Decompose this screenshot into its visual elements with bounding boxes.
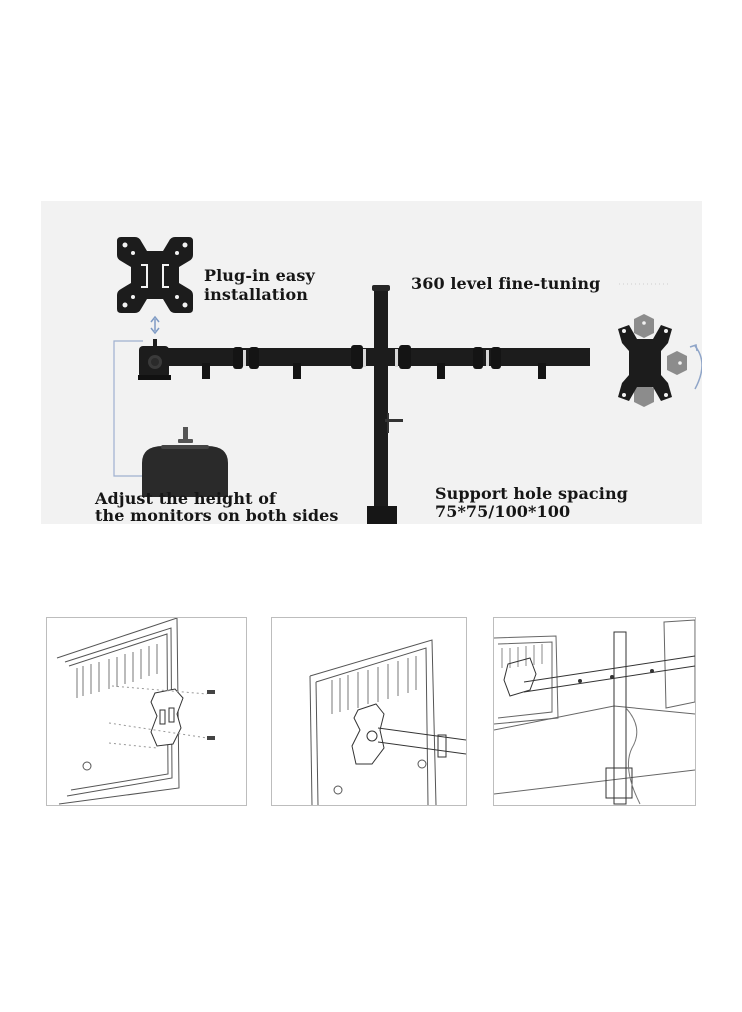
- right-arm: [388, 345, 590, 379]
- caption-adjust-height: Adjust the height of the monitors on bot…: [95, 490, 339, 524]
- step-panel-attach-plate: [46, 617, 247, 806]
- double-arrow-icon: [150, 315, 160, 335]
- caption-line: the monitors on both sides: [95, 506, 339, 524]
- pole: [374, 285, 388, 524]
- product-hero-image: Plug-in easy installation 360 level fine…: [41, 201, 702, 524]
- caption-line: Support hole spacing: [435, 484, 628, 503]
- rotating-vesa-plate: [618, 314, 687, 407]
- left-arm: [138, 339, 375, 380]
- caption-line: 75*75/100*100: [435, 502, 571, 521]
- caption-plug-in: Plug-in easy installation: [204, 266, 315, 304]
- rotate-arrow-icon: [694, 345, 702, 390]
- step-panel-mount-monitor: [271, 617, 467, 806]
- screw-icon: [207, 736, 215, 740]
- caption-line: Plug-in easy: [204, 266, 315, 285]
- screw-icon: [207, 690, 215, 694]
- gas-spring-knob-icon: [142, 427, 228, 497]
- caption-hole-spacing: Support hole spacing 75*75/100*100: [435, 485, 628, 521]
- height-indicator-line: [113, 340, 143, 477]
- vesa-plate-icon: [117, 237, 193, 313]
- step-panel-dual-mounted: [493, 617, 696, 806]
- dual-monitor-mounted-drawing: [494, 619, 695, 805]
- caption-line: Adjust the height of: [95, 489, 276, 508]
- caption-fine-tuning: 360 level fine-tuning: [411, 274, 601, 293]
- mount-monitor-drawing: [309, 639, 466, 805]
- caption-line: installation: [204, 285, 308, 304]
- dual-monitor-arm-illustration: [113, 237, 702, 524]
- attach-vesa-plate-drawing: [56, 618, 215, 805]
